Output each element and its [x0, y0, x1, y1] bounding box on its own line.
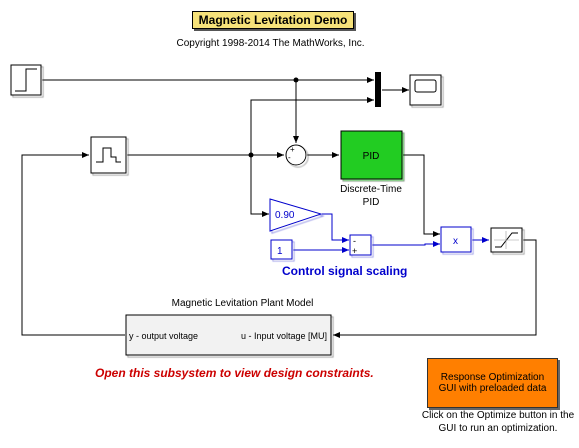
optimization-note-line1: Click on the Optimize button in the — [421, 410, 575, 421]
pid-block[interactable]: PID — [340, 130, 403, 180]
plant-feedback-line — [21, 152, 125, 336]
scope-block[interactable] — [409, 74, 442, 106]
control-scaling-annotation: Control signal scaling — [282, 264, 408, 278]
branch-point-reference — [293, 77, 299, 83]
branch-point-feedback — [248, 152, 254, 158]
constant-block[interactable]: 1 — [270, 239, 293, 260]
error-sum-block[interactable]: + - — [285, 144, 307, 166]
pid-label-line1: Discrete-Time — [340, 184, 402, 195]
step-block[interactable] — [10, 64, 42, 96]
gain-to-sum2-line — [322, 213, 349, 243]
plant-output-port-label: y - output voltage — [129, 331, 198, 341]
mux-block[interactable] — [375, 72, 381, 107]
gain-value: 0.90 — [275, 210, 295, 221]
pulse-icon — [96, 147, 121, 163]
saturation-block[interactable] — [490, 227, 523, 253]
scaling-sum-block[interactable]: - + — [349, 234, 372, 256]
pid-block-text: PID — [363, 151, 380, 162]
sum-minus-sign: - — [288, 153, 291, 162]
product-block[interactable]: x — [440, 226, 472, 253]
copyright-text: Copyright 1998-2014 The MathWorks, Inc. — [176, 38, 365, 49]
feedback-to-mux-line — [250, 97, 374, 155]
scaling-sum-sign-1: - — [353, 236, 356, 246]
saturation-to-plant-line — [333, 239, 537, 338]
pid-to-product-line — [403, 154, 440, 237]
blue-signal-lines — [293, 213, 489, 253]
plant-title-label: Magnetic Levitation Plant Model — [171, 298, 314, 309]
constant-value: 1 — [277, 246, 283, 257]
scope-icon — [414, 79, 437, 93]
pid-label-line2: PID — [362, 197, 380, 208]
open-subsystem-annotation: Open this subsystem to view design const… — [95, 366, 374, 380]
feedback-to-gain-line — [250, 155, 269, 217]
response-optimization-button[interactable]: Response Optimization GUI with preloaded… — [427, 358, 558, 408]
optimization-note-line2: GUI to run an optimization. — [438, 423, 558, 434]
product-symbol: x — [453, 236, 458, 247]
sum2-to-product-line — [372, 241, 440, 247]
step-icon — [15, 68, 37, 92]
diagram-title: Magnetic Levitation Demo — [192, 11, 354, 29]
gain-block[interactable]: 0.90 — [269, 198, 323, 232]
plant-input-port-label: u - Input voltage [MU] — [241, 331, 327, 341]
plant-subsystem-block[interactable]: y - output voltage u - Input voltage [MU… — [125, 314, 332, 356]
signal-lines — [21, 77, 537, 338]
optimization-button-line2: GUI with preloaded data — [438, 383, 547, 394]
optimization-button-line1: Response Optimization — [440, 372, 545, 383]
sum-plus-sign: + — [290, 145, 295, 154]
pulse-block[interactable] — [90, 136, 127, 174]
scaling-sum-sign-2: + — [352, 246, 357, 256]
